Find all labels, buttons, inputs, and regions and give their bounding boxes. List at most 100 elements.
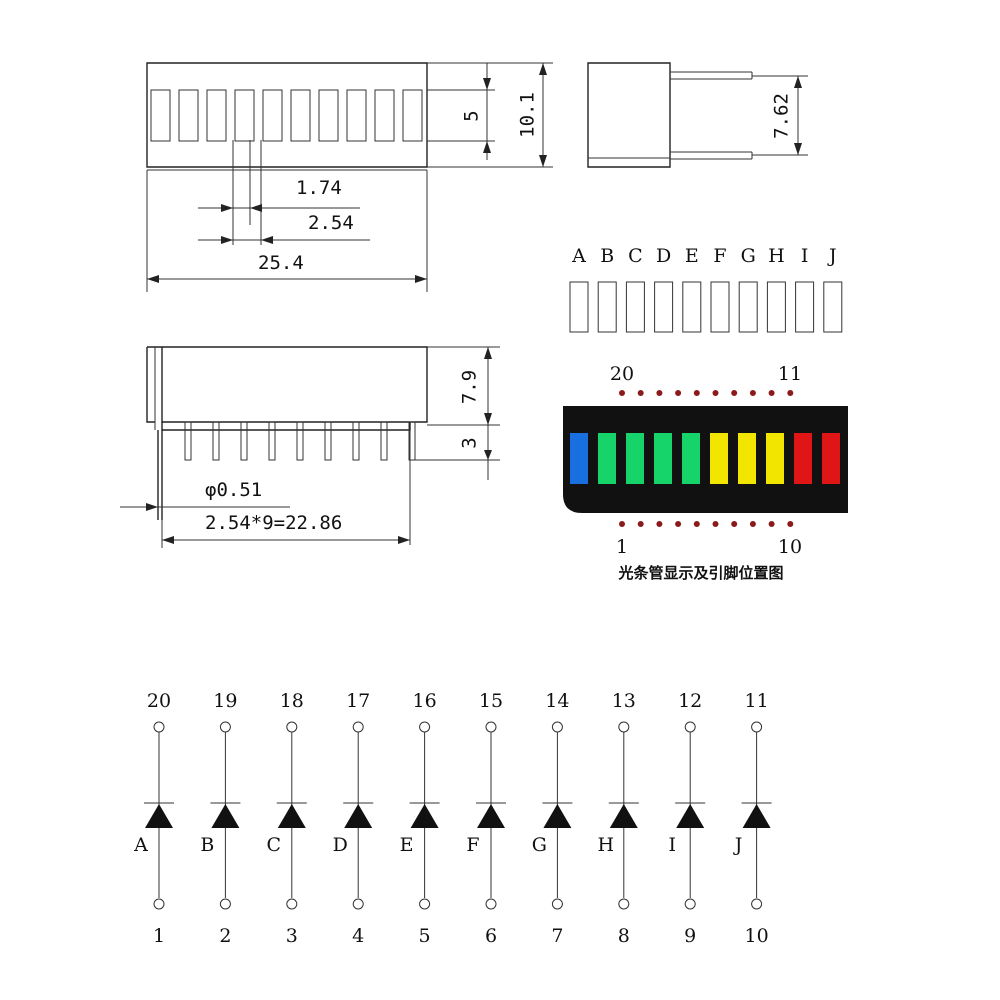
pin-terminal-bottom bbox=[485, 898, 497, 910]
segment-outline bbox=[738, 281, 758, 333]
diode-triangle bbox=[211, 804, 240, 828]
dim-height-overall: 10.1 bbox=[517, 92, 539, 138]
side-body-outline bbox=[587, 62, 671, 168]
pin-dot bbox=[731, 390, 738, 396]
bottom-lip bbox=[161, 422, 411, 431]
bottom-pin bbox=[240, 421, 248, 461]
display-segment bbox=[794, 433, 812, 484]
pin-dot bbox=[619, 521, 625, 527]
segment-letter: I bbox=[801, 245, 809, 267]
segment-letter: F bbox=[713, 245, 726, 267]
schematic-top-pin: 14 bbox=[545, 690, 569, 712]
front-window bbox=[234, 89, 255, 142]
display-segments bbox=[570, 433, 840, 484]
schematic-bottom-pin: 7 bbox=[551, 925, 563, 947]
schematic-top-pin: 15 bbox=[479, 690, 503, 712]
front-window bbox=[178, 89, 199, 142]
schematic-top-pin: 12 bbox=[678, 690, 702, 712]
display-segment bbox=[738, 433, 756, 484]
arrow-101 bbox=[539, 63, 547, 167]
segment-letter: C bbox=[628, 245, 643, 267]
schematic: 20A119B218C317D416E515F614G713H812I911J1… bbox=[133, 690, 772, 947]
schematic-top-pin: 19 bbox=[213, 690, 237, 712]
pin-label-10: 10 bbox=[778, 536, 802, 558]
schematic-top-pin: 11 bbox=[745, 690, 769, 712]
schematic-letter: I bbox=[668, 834, 676, 856]
pin-terminal-top bbox=[684, 721, 696, 733]
pin-terminal-bottom bbox=[419, 898, 431, 910]
bottom-pin bbox=[268, 421, 276, 461]
arrow-254 bbox=[221, 236, 273, 244]
pin-terminal-bottom bbox=[153, 898, 165, 910]
pin-terminal-bottom bbox=[352, 898, 364, 910]
pin-label-11: 11 bbox=[778, 363, 802, 385]
segment-letter: A bbox=[571, 245, 586, 267]
diode-triangle bbox=[344, 804, 373, 828]
display-segment bbox=[710, 433, 728, 484]
pin-dot bbox=[637, 390, 644, 396]
segment-letter: J bbox=[827, 245, 837, 267]
display-segment bbox=[822, 433, 840, 484]
schematic-letter: H bbox=[598, 834, 615, 856]
segment-letter: D bbox=[656, 245, 671, 267]
bottom-body-outline bbox=[147, 346, 428, 423]
pin-dot bbox=[749, 390, 756, 396]
segment-letter: G bbox=[741, 245, 756, 267]
pin-dot bbox=[731, 521, 738, 527]
dim-pin-span: 2.54*9=22.86 bbox=[205, 512, 342, 534]
pin-dot bbox=[693, 390, 700, 396]
pin-terminal-bottom bbox=[219, 898, 231, 910]
bottom-body-edge bbox=[146, 347, 155, 423]
dim-length: 25.4 bbox=[258, 252, 304, 274]
front-window bbox=[346, 89, 367, 142]
bottom-pin bbox=[212, 421, 220, 461]
schematic-letter: E bbox=[400, 834, 414, 856]
pin-terminal-top bbox=[286, 721, 298, 733]
front-window bbox=[290, 89, 311, 142]
schematic-top-pin: 17 bbox=[346, 690, 370, 712]
pin-dot bbox=[619, 390, 625, 396]
segment-outline bbox=[569, 281, 589, 333]
dim-height-window: 5 bbox=[461, 110, 483, 121]
pin-terminal-bottom bbox=[618, 898, 630, 910]
diode-triangle bbox=[742, 804, 771, 828]
front-window bbox=[318, 89, 339, 142]
segment-outline bbox=[625, 281, 645, 333]
pin-dot bbox=[675, 521, 682, 527]
schematic-letter: F bbox=[466, 834, 479, 856]
schematic-bottom-pin: 4 bbox=[352, 925, 364, 947]
diode-triangle bbox=[145, 804, 173, 828]
bottom-pin bbox=[296, 421, 304, 461]
display-segment bbox=[598, 433, 616, 484]
pin-dot bbox=[656, 521, 663, 527]
front-window bbox=[262, 89, 283, 142]
dim-pin-length: 3 bbox=[459, 437, 481, 448]
front-window bbox=[402, 89, 423, 142]
display-segment bbox=[570, 433, 588, 484]
pin-label-20: 20 bbox=[610, 363, 634, 385]
front-view: 5 10.1 1.74 2.54 25.4 bbox=[146, 62, 553, 292]
bottom-pin bbox=[352, 421, 360, 461]
pin-dot bbox=[768, 390, 775, 396]
schematic-bottom-pin: 2 bbox=[219, 925, 231, 947]
display-segment bbox=[682, 433, 700, 484]
segment-outline bbox=[823, 281, 843, 333]
front-windows bbox=[150, 89, 423, 142]
pin-terminal-top bbox=[485, 721, 497, 733]
pin-dot bbox=[712, 390, 719, 396]
color-display: 20 11 1 10 光条管显示及引脚位置图 bbox=[563, 363, 848, 582]
pin-terminal-top bbox=[751, 721, 763, 733]
schematic-letter: G bbox=[532, 834, 547, 856]
display-caption: 光条管显示及引脚位置图 bbox=[617, 564, 783, 582]
pin-dot bbox=[749, 521, 756, 527]
pin-terminal-bottom bbox=[551, 898, 563, 910]
schematic-letter: C bbox=[267, 834, 282, 856]
bottom-pin bbox=[184, 421, 192, 461]
segment-outline bbox=[710, 281, 730, 333]
pin-dot bbox=[637, 521, 644, 527]
